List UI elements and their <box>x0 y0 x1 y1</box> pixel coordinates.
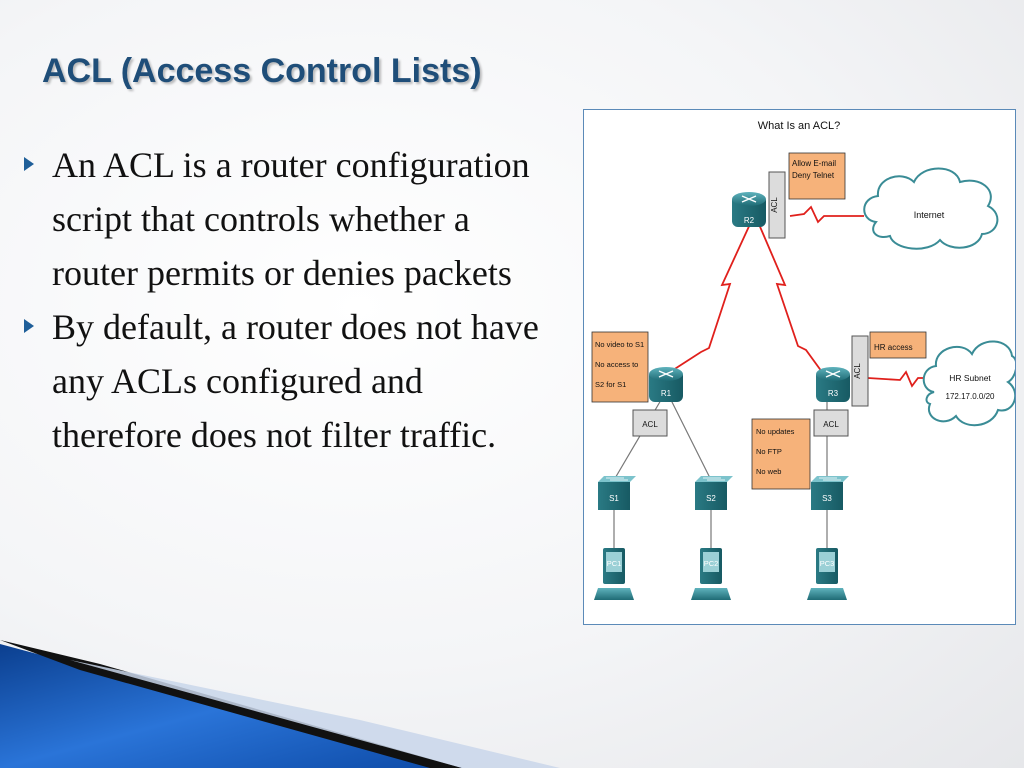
bullet-text: An ACL is a router configuration script … <box>52 145 530 293</box>
acl-tag-r3: ACL <box>813 409 849 437</box>
note-r2-line: Allow E-mail <box>792 159 836 168</box>
acl-tag-r1-label: ACL <box>642 420 658 429</box>
acl-tag-r3-side: ACL <box>851 335 869 407</box>
note-r1-line: S2 for S1 <box>595 380 626 389</box>
note-r3-line: No updates <box>756 427 795 436</box>
note-r2: Allow E-mail Deny Telnet <box>788 152 846 200</box>
hr-subnet-label: HR Subnet <box>949 373 991 383</box>
bullet-text: By default, a router does not have any A… <box>52 307 539 455</box>
pc-pc1-label: PC1 <box>607 559 622 568</box>
serial-link-r2-r3 <box>757 221 823 373</box>
acl-tag-r3-label: ACL <box>823 420 839 429</box>
bullet-arrow-icon <box>24 319 34 333</box>
router-r3-icon: R3 <box>816 367 850 402</box>
acl-tag-r2: ACL <box>768 171 786 239</box>
acl-network-figure: What Is an ACL? Internet HR Subnet 172.1… <box>583 109 1016 625</box>
switch-s2-icon: S2 <box>695 476 733 510</box>
acl-tag-r3-side-label: ACL <box>853 363 862 379</box>
internet-cloud-icon: Internet <box>863 167 999 250</box>
pc-pc1-icon: PC1 <box>594 548 634 600</box>
router-r2-label: R2 <box>744 216 755 225</box>
pc-pc2-icon: PC2 <box>691 548 731 600</box>
router-r1-icon: R1 <box>649 367 683 402</box>
note-r3-line: No FTP <box>756 447 782 456</box>
serial-link-r3-hr <box>867 370 930 388</box>
figure-title: What Is an ACL? <box>758 120 841 132</box>
note-r3-line: No web <box>756 467 781 476</box>
note-r2-line: Deny Telnet <box>792 171 835 180</box>
pc-pc3-label: PC3 <box>820 559 835 568</box>
bullet-item: An ACL is a router configuration script … <box>20 138 540 300</box>
hr-subnet-cloud-icon: HR Subnet 172.17.0.0/20 <box>922 340 1015 426</box>
switch-s3-icon: S3 <box>811 476 849 510</box>
switch-s1-icon: S1 <box>598 476 636 510</box>
bullet-list: An ACL is a router configuration script … <box>20 138 540 462</box>
router-r2-icon: R2 <box>732 192 766 227</box>
note-r1: No video to S1 No access to S2 for S1 <box>591 331 649 403</box>
note-r3-hr-access-text: HR access <box>874 343 913 352</box>
pc-pc2-label: PC2 <box>704 559 719 568</box>
switch-s3-label: S3 <box>822 494 832 503</box>
serial-link-r2-r1 <box>669 221 752 373</box>
router-r1-label: R1 <box>661 389 672 398</box>
decorative-banner <box>0 640 560 768</box>
router-r3-label: R3 <box>828 389 839 398</box>
serial-link-r2-internet <box>789 205 864 224</box>
pc-pc3-icon: PC3 <box>807 548 847 600</box>
bullet-arrow-icon <box>24 157 34 171</box>
lan-link-r1-s2 <box>670 399 712 481</box>
internet-label: Internet <box>914 210 945 220</box>
switch-s1-label: S1 <box>609 494 619 503</box>
note-r1-line: No access to <box>595 360 638 369</box>
note-r3: No updates No FTP No web <box>751 418 811 490</box>
network-diagram: What Is an ACL? Internet HR Subnet 172.1… <box>591 120 1015 600</box>
slide-title: ACL (Access Control Lists) <box>42 52 482 90</box>
acl-tag-r1: ACL <box>632 409 668 437</box>
bullet-item: By default, a router does not have any A… <box>20 300 540 462</box>
switch-s2-label: S2 <box>706 494 716 503</box>
acl-tag-r2-label: ACL <box>770 197 779 213</box>
hr-subnet-address: 172.17.0.0/20 <box>946 392 995 401</box>
note-r3-hr-access: HR access <box>869 331 927 359</box>
note-r1-line: No video to S1 <box>595 340 644 349</box>
